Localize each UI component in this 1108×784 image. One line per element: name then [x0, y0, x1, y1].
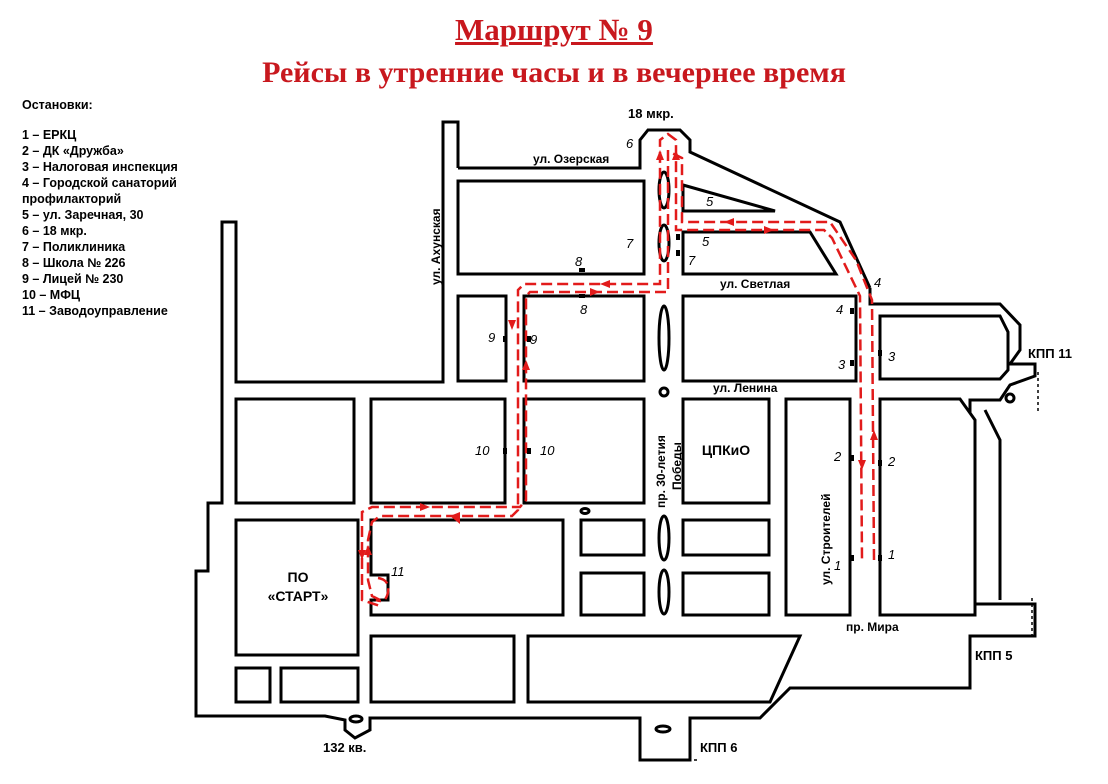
street-ozerskaya-label: ул. Озерская [533, 152, 609, 166]
street-lenina-label: ул. Ленина [713, 381, 778, 395]
street-pobedy-label-1: пр. 30-летия [654, 435, 668, 508]
stop-number-6: 6 [626, 136, 634, 151]
stop-number-7: 7 [626, 236, 634, 251]
checkpoint-kpp11-label: КПП 11 [1028, 346, 1072, 361]
street-stroiteley-label: ул. Строителей [819, 494, 833, 585]
legend-item: 9 – Лицей № 230 [22, 272, 124, 286]
checkpoint-kpp6-label: КПП 6 [700, 740, 737, 755]
stop-number-2: 2 [887, 454, 896, 469]
street-pobedy-label-2: Победы [670, 442, 684, 490]
stop-number-4: 4 [836, 302, 843, 317]
legend-item: 4 – Городской санаторий [22, 176, 177, 190]
legend-item: 2 – ДК «Дружба» [22, 144, 124, 158]
stops-legend: Остановки: 1 – ЕРКЦ 2 – ДК «Дружба» 3 – … [22, 97, 178, 319]
legend-item: 10 – МФЦ [22, 288, 81, 302]
legend-item: профилакторий [22, 192, 122, 206]
stop-number-2: 2 [833, 449, 842, 464]
stop-number-3: 3 [838, 357, 846, 372]
legend-item: 3 – Налоговая инспекция [22, 160, 178, 174]
stop-number-4: 4 [874, 275, 881, 290]
map-subtitle: Рейсы в утренние часы и в вечернее время [262, 56, 846, 89]
stop-number-3: 3 [888, 349, 896, 364]
legend-item: 5 – ул. Заречная, 30 [22, 208, 144, 222]
city-blocks [234, 170, 1016, 734]
factory-start-label-1: ПО [288, 569, 309, 585]
legend-item: 11 – Заводоуправление [22, 304, 168, 318]
park-tspkio-label: ЦПКиО [702, 442, 750, 458]
factory-start-label-2: «СТАРТ» [268, 588, 329, 604]
stop-number-11: 11 [391, 564, 405, 579]
legend-item: 7 – Поликлиника [22, 240, 126, 254]
street-mira-label: пр. Мира [846, 620, 899, 634]
stop-number-10: 10 [540, 443, 555, 458]
stop-number-1: 1 [888, 547, 895, 562]
route-arrows [358, 150, 878, 560]
street-svetlaya-label: ул. Светлая [720, 277, 790, 291]
stop-markers [503, 234, 882, 561]
stop-number-8: 8 [575, 254, 583, 269]
stop-number-7: 7 [688, 253, 696, 268]
legend-item: 8 – Школа № 226 [22, 256, 126, 270]
place-132-kv-label: 132 кв. [323, 740, 366, 755]
legend-item: 6 – 18 мкр. [22, 224, 87, 238]
legend-heading: Остановки: [22, 98, 93, 112]
legend-item: 1 – ЕРКЦ [22, 128, 77, 142]
stop-number-5: 5 [706, 194, 714, 209]
stop-number-8: 8 [580, 302, 588, 317]
map-title: Маршрут № 9 [455, 12, 653, 47]
stop-number-5: 5 [702, 234, 710, 249]
stop-number-10: 10 [475, 443, 490, 458]
checkpoint-lines [640, 372, 1039, 761]
stop-number-9: 9 [530, 332, 537, 347]
checkpoint-kpp5-label: КПП 5 [975, 648, 1012, 663]
street-akhunskaya-label: ул. Ахунская [429, 208, 443, 285]
stop-number-9: 9 [488, 330, 495, 345]
stop-number-1: 1 [834, 558, 841, 573]
place-18-mkr-label: 18 мкр. [628, 106, 674, 121]
